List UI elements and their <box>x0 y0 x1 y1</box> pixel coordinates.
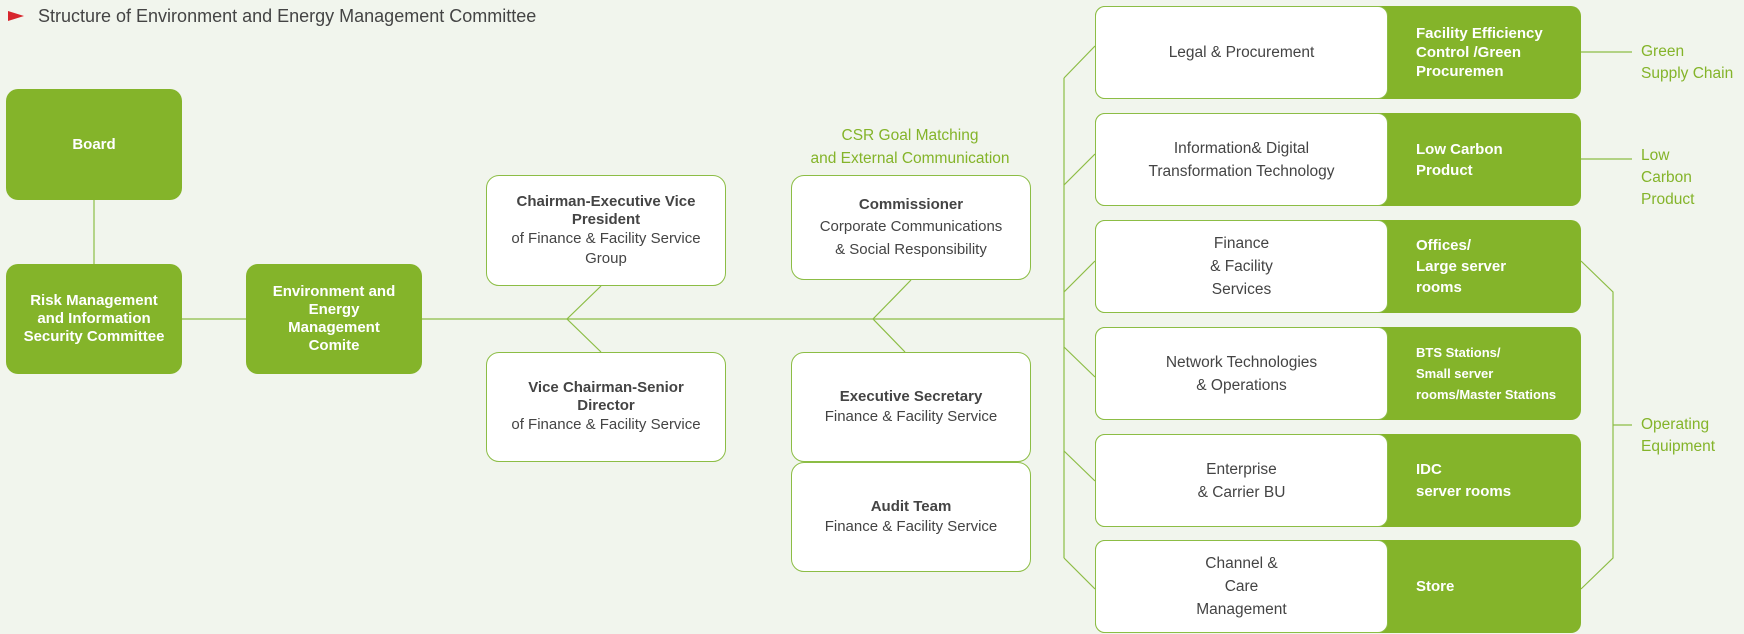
side-label-green-supply-chain: Green Supply Chain <box>1641 43 1734 82</box>
dept-category: IDC server rooms <box>1416 460 1512 500</box>
board-box: Board <box>6 89 182 200</box>
exec-secretary-box: Executive Secretary Finance & Facility S… <box>791 352 1031 462</box>
page-title: Structure of Environment and Energy Mana… <box>38 5 537 26</box>
dept-category: Facility Efficiency Control /Green Procu… <box>1416 25 1543 80</box>
dept-name: Channel & Care Management <box>1095 540 1388 633</box>
dept-row-finance: Finance & Facility Services Offices/ Lar… <box>1095 220 1581 313</box>
dept-category: BTS Stations/ Small server rooms/Master … <box>1416 345 1557 402</box>
commissioner-box: Commissioner Corporate Communications & … <box>791 175 1031 280</box>
dept-name: Network Technologies & Operations <box>1095 327 1388 420</box>
vice-chairman-role: Vice Chairman-Senior Director <box>528 379 684 414</box>
dept-name: Information& Digital Transformation Tech… <box>1095 113 1388 206</box>
exec-secretary-role: Executive Secretary <box>839 388 983 405</box>
env-committee-box: Environment and Energy Management Comite <box>246 264 422 374</box>
audit-team-box: Audit Team Finance & Facility Service <box>791 462 1031 572</box>
dept-row-it: Information& Digital Transformation Tech… <box>1095 113 1581 206</box>
audit-team-unit: Finance & Facility Service <box>824 518 998 535</box>
commissioner-unit: Corporate Communications & Social Respon… <box>819 217 1003 258</box>
side-label-operating-equipment: Operating Equipment <box>1641 416 1716 455</box>
side-label-low-carbon-product: Low Carbon Product <box>1641 147 1695 208</box>
csr-note: CSR Goal Matching and External Communica… <box>810 127 1010 167</box>
dept-row-network: Network Technologies & Operations BTS St… <box>1095 327 1581 420</box>
header: Structure of Environment and Energy Mana… <box>8 4 536 28</box>
dept-row-enterprise: Enterprise & Carrier BU IDC server rooms <box>1095 434 1581 527</box>
red-flag-icon <box>8 11 24 21</box>
dept-name: Finance & Facility Services <box>1095 220 1388 313</box>
dept-category: Store <box>1416 578 1455 595</box>
dept-name: Legal & Procurement <box>1095 6 1388 99</box>
risk-committee-box: Risk Management and Information Security… <box>6 264 182 374</box>
chairman-box: Chairman-Executive Vice President of Fin… <box>486 175 726 286</box>
commissioner-role: Commissioner <box>858 195 964 213</box>
dept-row-channel: Channel & Care Management Store <box>1095 540 1581 633</box>
dept-row-legal: Legal & Procurement Facility Efficiency … <box>1095 6 1581 99</box>
chairman-unit: of Finance & Facility Service Group <box>511 229 701 267</box>
chairman-role: Chairman-Executive Vice President <box>516 192 696 228</box>
dept-category: Offices/ Large server rooms <box>1416 237 1507 296</box>
vice-chairman-box: Vice Chairman-Senior Director of Finance… <box>486 352 726 462</box>
dept-category: Low Carbon Product <box>1416 140 1503 179</box>
audit-team-role: Audit Team <box>870 498 952 515</box>
vice-chairman-unit: of Finance & Facility Service <box>511 416 701 433</box>
exec-secretary-unit: Finance & Facility Service <box>824 408 998 425</box>
dept-name: Enterprise & Carrier BU <box>1095 434 1388 527</box>
